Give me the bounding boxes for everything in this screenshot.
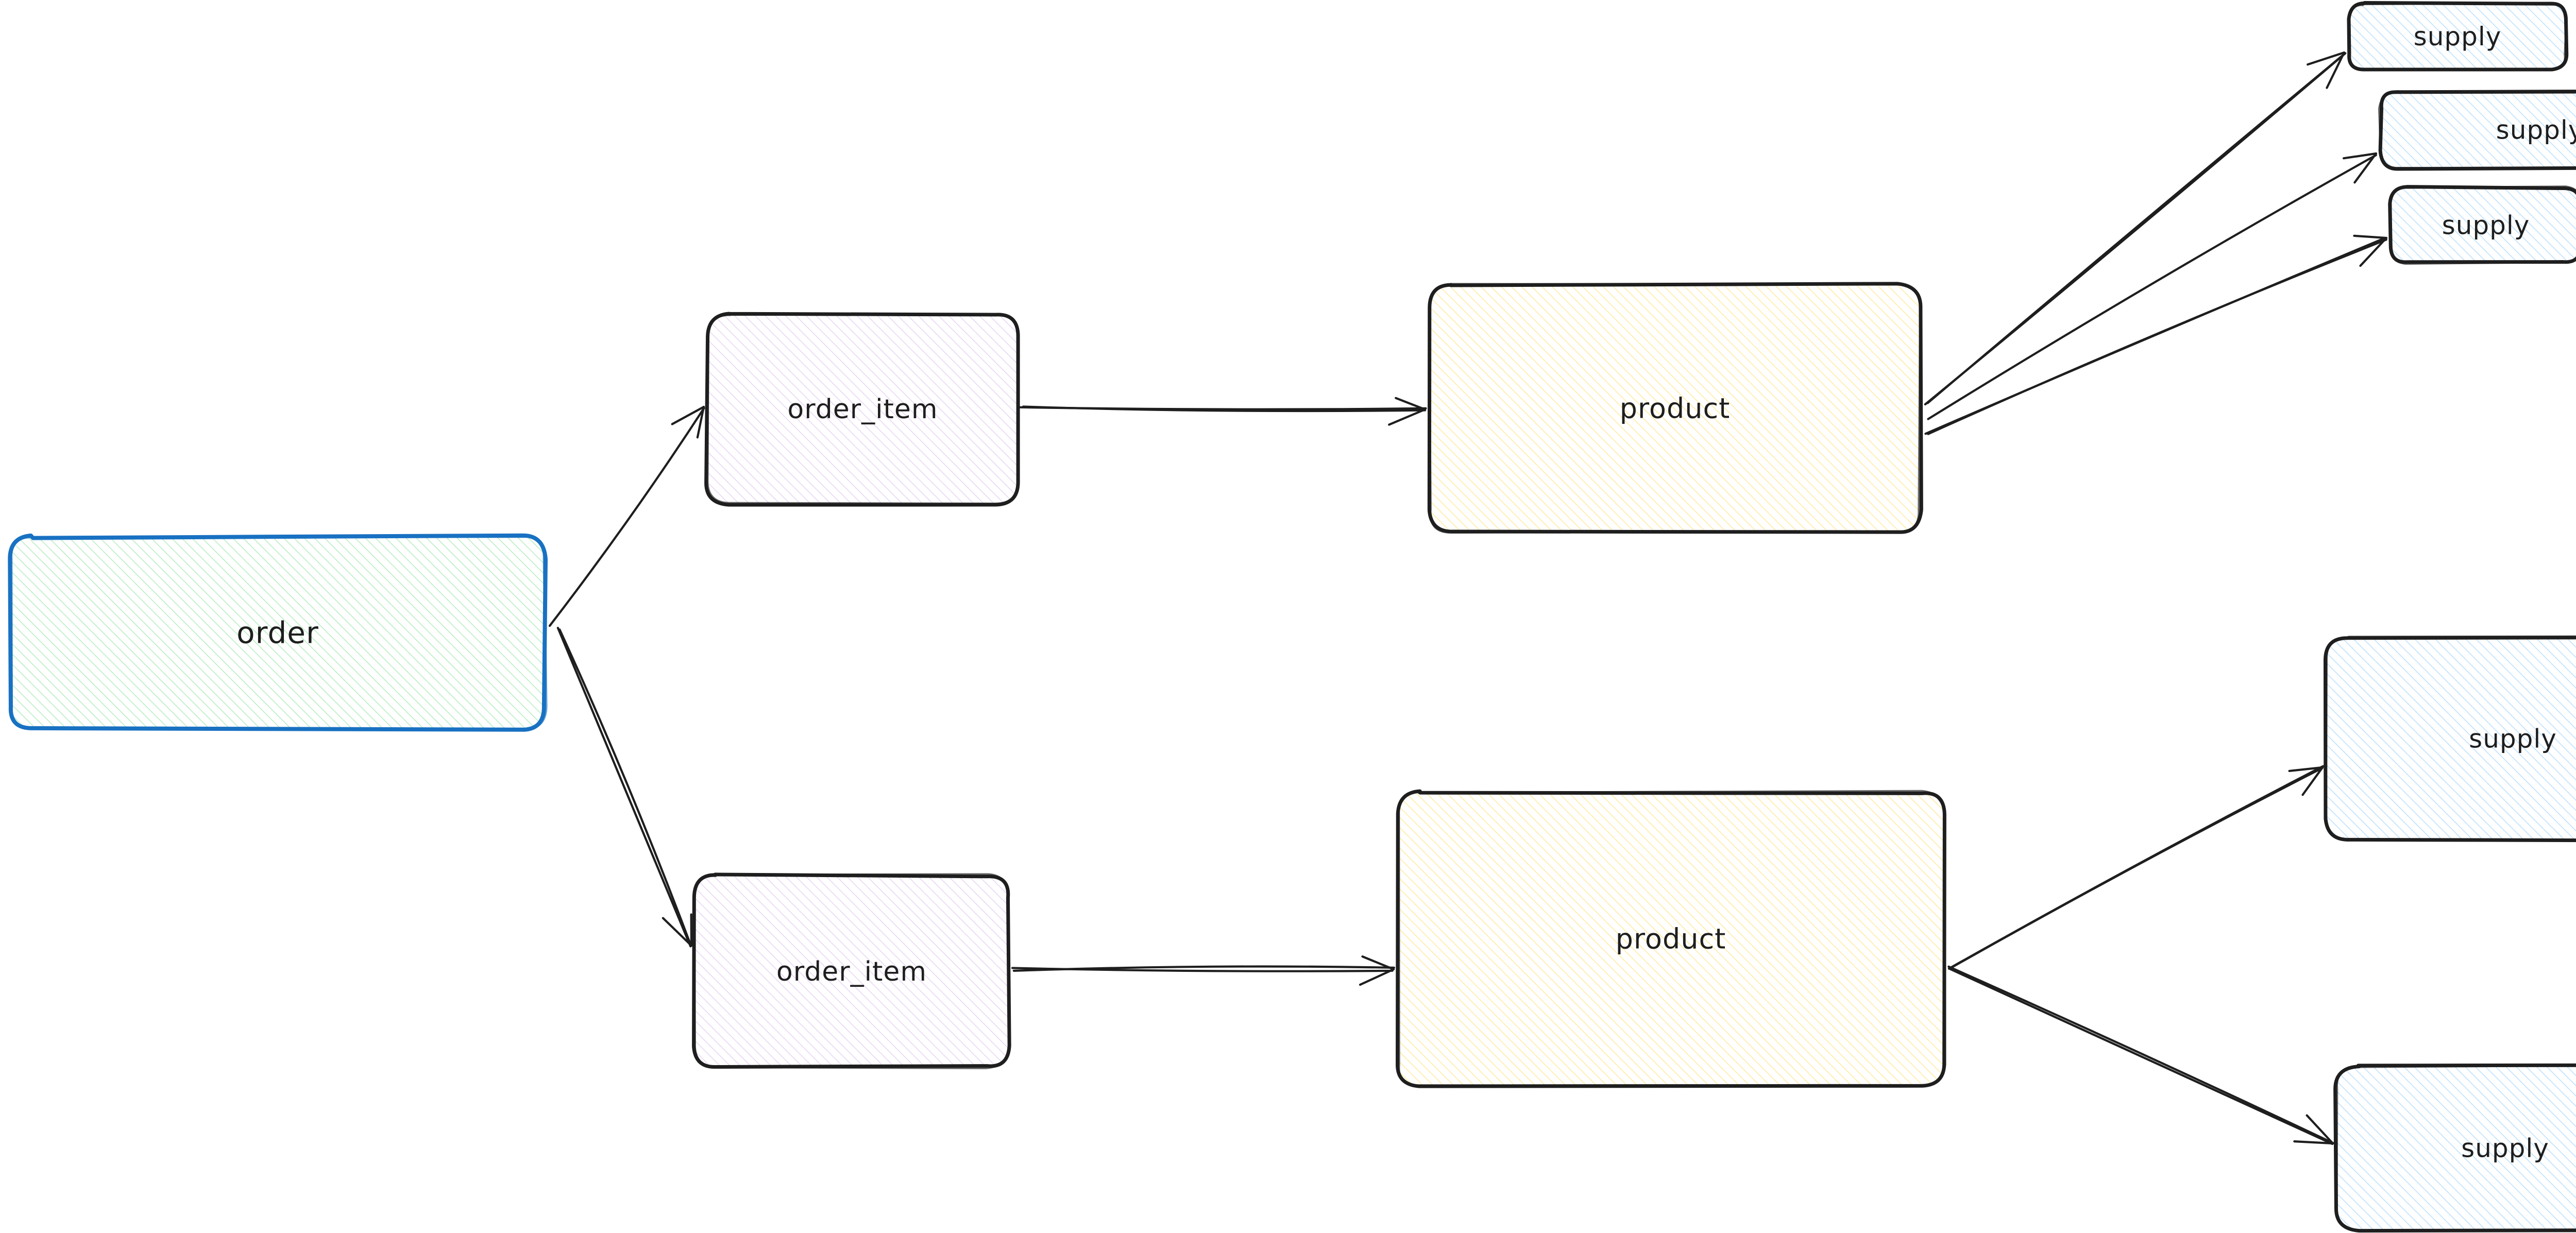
arrowhead — [2306, 1114, 2334, 1145]
node-label-supply_1: supply — [2414, 22, 2502, 52]
edge-stroke — [1019, 406, 1427, 410]
edge-stroke — [1012, 965, 1395, 972]
arrowhead — [1361, 955, 1395, 971]
node-hatch-fill — [707, 314, 1019, 504]
arrowhead — [696, 405, 705, 439]
node-outline — [2378, 90, 2576, 169]
edge-order-to-order_item_2[interactable] — [556, 626, 693, 948]
node-hatch-fill — [694, 875, 1009, 1067]
edge-stroke — [1924, 52, 2347, 406]
edge-order_item_1-to-product_1[interactable] — [1019, 397, 1427, 426]
arrowhead — [1395, 397, 1427, 411]
edge-stroke — [548, 407, 705, 627]
node-hatch-fill — [1397, 792, 1944, 1087]
edge-order-to-order_item_1[interactable] — [548, 405, 705, 627]
edge-stroke — [1927, 154, 2377, 420]
edge-stroke — [1924, 237, 2386, 435]
arrowhead — [2301, 766, 2324, 796]
node-label-product_1: product — [1620, 392, 1731, 425]
node-label-supply_4: supply — [2469, 724, 2557, 754]
node-hatch-fill — [2349, 4, 2566, 69]
node-outline — [2325, 635, 2576, 842]
node-order_item_1[interactable]: order_item — [704, 312, 1020, 507]
node-supply_5[interactable]: supply — [2333, 1063, 2576, 1233]
arrowhead — [2293, 1140, 2334, 1145]
arrowhead — [2353, 234, 2388, 239]
edge-stroke — [1947, 965, 2334, 1144]
edge-product_1-to-supply_2[interactable] — [1927, 152, 2378, 420]
edge-stroke — [1950, 767, 2324, 969]
node-label-supply_3: supply — [2442, 211, 2530, 241]
arrowhead — [2326, 51, 2346, 89]
edge-stroke — [1927, 238, 2387, 435]
node-supply_3[interactable]: supply — [2388, 185, 2576, 265]
node-label-supply_5: supply — [2461, 1134, 2549, 1163]
node-product_1[interactable]: product — [1427, 282, 1923, 534]
edge-stroke — [558, 628, 692, 947]
node-hatch-fill — [9, 537, 546, 729]
node-hatch-fill — [2325, 637, 2576, 840]
arrowhead — [1359, 968, 1395, 986]
arrowhead — [2353, 152, 2378, 184]
arrowhead — [671, 405, 705, 425]
node-label-order_item_1: order_item — [787, 394, 938, 425]
edge-order_item_2-to-product_2[interactable] — [1011, 955, 1395, 986]
node-supply_4[interactable]: supply — [2323, 635, 2576, 843]
edges-layer — [548, 51, 2388, 1145]
node-supply_1[interactable]: supply — [2347, 1, 2569, 72]
node-label-product_2: product — [1616, 923, 1726, 955]
arrowhead — [2359, 236, 2388, 267]
edge-stroke — [556, 626, 692, 948]
node-outline — [10, 535, 548, 731]
node-hatch-fill — [2381, 91, 2576, 168]
node-outline — [706, 313, 1020, 505]
edge-product_2-to-supply_4[interactable] — [1947, 765, 2325, 970]
node-hatch-fill — [2391, 186, 2576, 263]
node-order_item_2[interactable]: order_item — [692, 872, 1011, 1069]
node-label-order_item_2: order_item — [776, 956, 927, 987]
arrowhead — [2288, 766, 2324, 773]
arrowhead — [2307, 51, 2346, 66]
node-outline — [1428, 283, 1922, 534]
edge-stroke — [1948, 968, 2334, 1145]
node-order[interactable]: order — [8, 533, 548, 732]
node-outline — [2389, 185, 2576, 265]
node-outline — [1398, 790, 1946, 1087]
node-product_2[interactable]: product — [1396, 789, 1946, 1088]
arrowhead — [1388, 408, 1427, 426]
arrowhead — [2342, 152, 2378, 160]
node-hatch-fill — [2336, 1066, 2576, 1231]
node-outline — [2335, 1064, 2576, 1232]
node-outline — [2348, 2, 2568, 71]
node-supply_2[interactable]: supply — [2378, 90, 2576, 171]
node-label-supply_2: supply — [2496, 115, 2576, 145]
node-outline — [693, 873, 1010, 1069]
edge-product_2-to-supply_5[interactable] — [1947, 965, 2334, 1145]
node-label-order: order — [236, 615, 319, 650]
nodes-layer: orderorder_itemorder_itemproductproducts… — [8, 1, 2576, 1233]
edge-product_1-to-supply_1[interactable] — [1924, 51, 2347, 406]
edge-product_1-to-supply_3[interactable] — [1924, 234, 2388, 435]
node-hatch-fill — [1429, 284, 1921, 533]
arrowhead — [662, 917, 693, 947]
